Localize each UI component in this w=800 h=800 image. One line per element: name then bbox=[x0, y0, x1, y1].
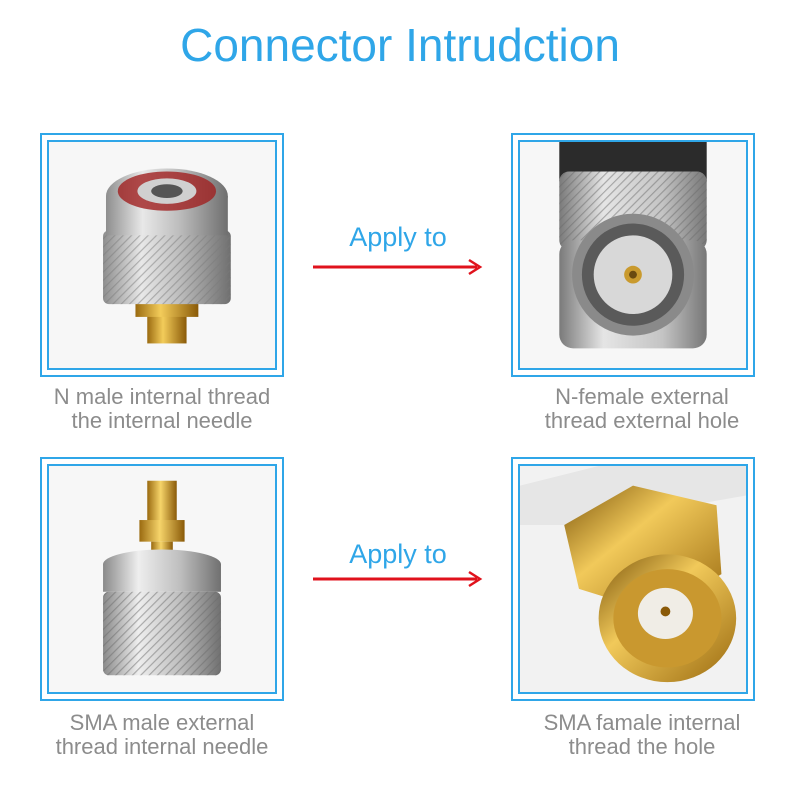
page-title: Connector Intrudction bbox=[180, 19, 620, 71]
caption-sma-male: SMA male external thread internal needle bbox=[12, 711, 312, 759]
apply-to-label: Apply to bbox=[349, 222, 447, 252]
right-arrow-icon bbox=[313, 258, 483, 276]
caption-line-1: SMA famale internal bbox=[543, 710, 741, 735]
sma-male-adapter-photo-icon bbox=[103, 480, 221, 676]
apply-to-label: Apply to bbox=[349, 539, 447, 569]
caption-line-2: thread internal needle bbox=[55, 734, 269, 759]
caption-line-2: thread the hole bbox=[568, 734, 716, 759]
photo-frame-sma-male bbox=[40, 457, 284, 701]
photo-frame-sma-female bbox=[511, 457, 755, 701]
caption-sma-female: SMA famale internal thread the hole bbox=[492, 711, 792, 759]
photo-frame-n-male bbox=[40, 133, 284, 377]
caption-line-2: the internal needle bbox=[71, 408, 253, 433]
caption-n-male: N male internal thread the internal need… bbox=[12, 385, 312, 433]
n-female-connector-photo-icon bbox=[559, 142, 707, 349]
caption-line-1: SMA male external bbox=[69, 710, 255, 735]
n-male-adapter-photo-icon bbox=[103, 168, 231, 344]
caption-n-female: N-female external thread external hole bbox=[492, 385, 792, 433]
caption-line-1: N-female external bbox=[555, 384, 729, 409]
sma-female-connector-photo-icon bbox=[520, 466, 746, 692]
right-arrow-icon bbox=[313, 570, 483, 588]
caption-line-2: thread external hole bbox=[544, 408, 740, 433]
caption-line-1: N male internal thread bbox=[53, 384, 271, 409]
photo-frame-n-female bbox=[511, 133, 755, 377]
